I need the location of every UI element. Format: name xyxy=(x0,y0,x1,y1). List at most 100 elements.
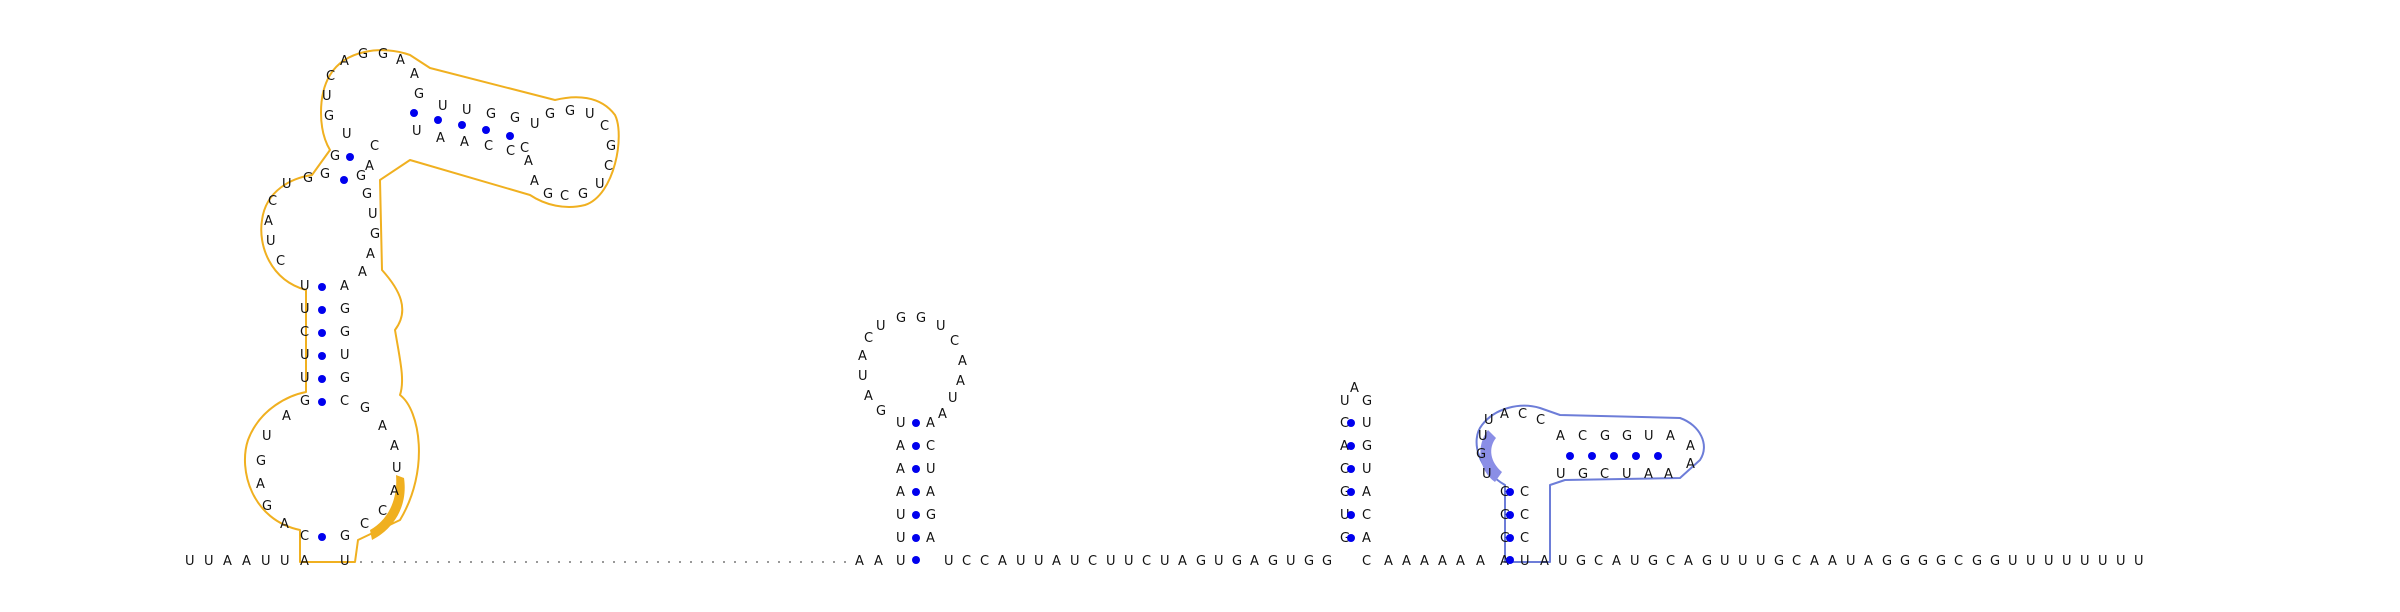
svg-text:U: U xyxy=(1720,554,1730,569)
svg-text:U: U xyxy=(1016,554,1026,569)
svg-text:U: U xyxy=(1340,508,1350,523)
svg-text:G: G xyxy=(340,302,350,317)
svg-text:C: C xyxy=(1142,554,1151,569)
svg-text:G: G xyxy=(1196,554,1206,569)
svg-text:A: A xyxy=(1686,439,1695,454)
svg-text:U: U xyxy=(2080,554,2090,569)
svg-text:A: A xyxy=(1664,467,1673,482)
svg-text:A: A xyxy=(938,407,947,422)
nt-leader-7: A xyxy=(300,554,309,569)
svg-text:U: U xyxy=(322,89,332,104)
svg-text:A: A xyxy=(858,349,867,364)
leader-sequence: U U A A U U A xyxy=(185,554,309,569)
svg-text:C: C xyxy=(1954,554,1963,569)
svg-text:C: C xyxy=(560,189,569,204)
svg-text:C: C xyxy=(1362,554,1371,569)
svg-text:A: A xyxy=(1350,381,1359,396)
svg-text:U: U xyxy=(300,302,310,317)
nt-leader-5: U xyxy=(261,554,271,569)
svg-text:U: U xyxy=(438,99,448,114)
svg-text:G: G xyxy=(1918,554,1928,569)
nt-leader-2: U xyxy=(204,554,214,569)
svg-text:C: C xyxy=(1666,554,1675,569)
svg-text:A: A xyxy=(1644,467,1653,482)
svg-text:U: U xyxy=(412,124,422,139)
svg-text:G: G xyxy=(1578,467,1588,482)
svg-text:C: C xyxy=(276,254,285,269)
svg-text:A: A xyxy=(1250,554,1259,569)
svg-text:A: A xyxy=(390,439,399,454)
structure-1-highlight xyxy=(244,49,620,563)
svg-text:G: G xyxy=(1576,554,1586,569)
svg-text:U: U xyxy=(1478,429,1488,444)
svg-text:G: G xyxy=(1268,554,1278,569)
svg-text:G: G xyxy=(1500,531,1510,546)
svg-text:G: G xyxy=(896,311,906,326)
svg-text:A: A xyxy=(1340,439,1349,454)
svg-text:G: G xyxy=(324,109,334,124)
svg-text:A: A xyxy=(1540,554,1549,569)
svg-text:G: G xyxy=(916,311,926,326)
svg-text:G: G xyxy=(1362,439,1372,454)
tail-sequence: A U G C A U G C A G U U U G C A A U A G … xyxy=(1540,554,2144,569)
svg-text:U: U xyxy=(530,117,540,132)
svg-text:G: G xyxy=(340,325,350,340)
svg-text:U: U xyxy=(1482,467,1492,482)
svg-text:U: U xyxy=(944,554,954,569)
svg-text:G: G xyxy=(330,149,340,164)
svg-text:U: U xyxy=(2098,554,2108,569)
svg-text:A: A xyxy=(1362,531,1371,546)
svg-text:U: U xyxy=(1644,429,1654,444)
svg-text:A: A xyxy=(1456,554,1465,569)
svg-text:A: A xyxy=(280,517,289,532)
svg-text:A: A xyxy=(926,531,935,546)
svg-text:A: A xyxy=(1052,554,1061,569)
svg-text:U: U xyxy=(462,103,472,118)
svg-text:C: C xyxy=(962,554,971,569)
svg-text:A: A xyxy=(396,53,405,68)
svg-text:U: U xyxy=(1106,554,1116,569)
svg-text:U: U xyxy=(1630,554,1640,569)
svg-text:A: A xyxy=(530,174,539,189)
svg-text:G: G xyxy=(256,454,266,469)
svg-text:A: A xyxy=(1438,554,1447,569)
svg-text:A: A xyxy=(1612,554,1621,569)
svg-text:A: A xyxy=(998,554,1007,569)
svg-text:U: U xyxy=(300,279,310,294)
nt-h1-a1: A xyxy=(855,554,864,569)
svg-text:U: U xyxy=(300,348,310,363)
svg-text:C: C xyxy=(370,139,379,154)
svg-text:U: U xyxy=(1286,554,1296,569)
svg-text:G: G xyxy=(300,394,310,409)
svg-text:C: C xyxy=(926,439,935,454)
svg-text:G: G xyxy=(414,87,424,102)
svg-text:A: A xyxy=(1828,554,1837,569)
svg-text:A: A xyxy=(1178,554,1187,569)
svg-text:A: A xyxy=(460,135,469,150)
svg-text:A: A xyxy=(1362,485,1371,500)
svg-text:U: U xyxy=(1340,394,1350,409)
svg-text:C: C xyxy=(1340,462,1349,477)
svg-text:C: C xyxy=(864,331,873,346)
svg-text:U: U xyxy=(282,177,292,192)
svg-text:A: A xyxy=(1384,554,1393,569)
svg-text:U: U xyxy=(2026,554,2036,569)
svg-text:G: G xyxy=(876,404,886,419)
svg-text:A: A xyxy=(366,247,375,262)
svg-text:C: C xyxy=(300,325,309,340)
svg-text:G: G xyxy=(1304,554,1314,569)
svg-text:A: A xyxy=(282,409,291,424)
svg-text:G: G xyxy=(378,47,388,62)
svg-text:A: A xyxy=(956,374,965,389)
svg-text:U: U xyxy=(896,508,906,523)
svg-text:C: C xyxy=(1520,508,1529,523)
svg-text:C: C xyxy=(1536,413,1545,428)
a-run: A A A A A A xyxy=(1384,554,1485,569)
svg-text:G: G xyxy=(1600,429,1610,444)
svg-text:C: C xyxy=(506,144,515,159)
svg-text:C: C xyxy=(326,69,335,84)
svg-text:U: U xyxy=(392,461,402,476)
nt-leader-6: U xyxy=(280,554,290,569)
svg-text:A: A xyxy=(410,67,419,82)
